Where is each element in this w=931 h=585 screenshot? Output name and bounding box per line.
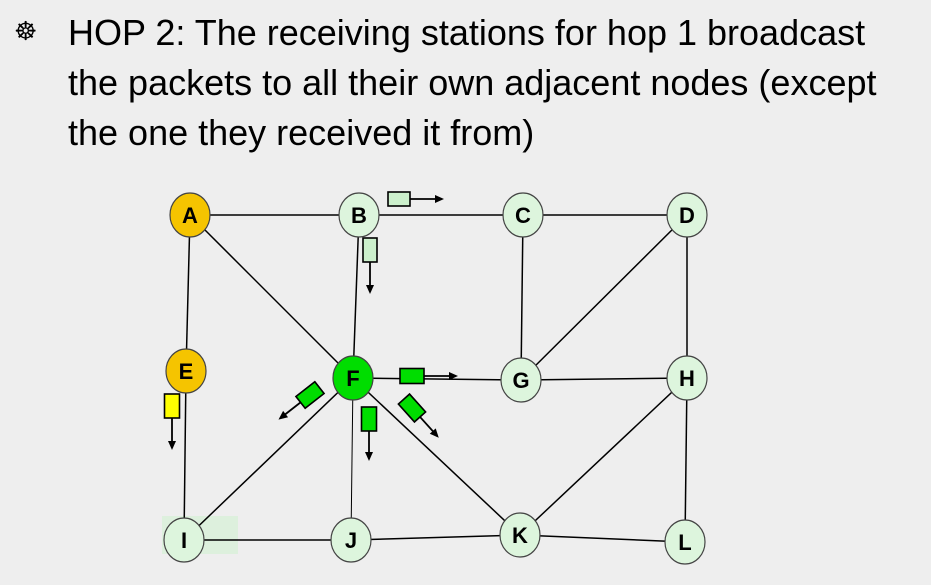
node-label: K (512, 523, 528, 548)
packet-f-to-i (278, 380, 326, 420)
node-circle (169, 192, 211, 238)
node-circle (502, 192, 544, 238)
node-circle (664, 519, 706, 565)
packet-box (163, 393, 181, 419)
edge-d-g (520, 214, 688, 381)
node-circle (338, 192, 380, 238)
node-label: H (679, 366, 695, 391)
packet-arrowhead-icon (366, 285, 374, 294)
packet-f-to-g (399, 367, 458, 385)
node-h: H (666, 355, 708, 401)
packet-box (294, 380, 326, 410)
wheel-bullet-icon: ☸ (14, 16, 38, 46)
node-label: L (678, 530, 691, 555)
packet-f-to-k (397, 392, 439, 438)
packet-box (387, 191, 411, 207)
node-a: A (169, 192, 211, 238)
edge-b-f (352, 214, 360, 379)
slide-text-block: ☸ HOP 2: The receiving stations for hop … (14, 8, 924, 158)
packet-arrowhead-icon (278, 410, 289, 420)
packet-arrowhead-icon (429, 428, 439, 438)
slide-heading: HOP 2: The receiving stations for hop 1 … (68, 12, 877, 153)
node-circle (163, 517, 205, 563)
edge-a-f (189, 214, 354, 379)
edge-f-j (350, 377, 354, 541)
node-j: J (330, 517, 372, 563)
node-c: C (502, 192, 544, 238)
edge-k-l (519, 534, 686, 543)
node-circle (330, 517, 372, 563)
node-circle (332, 355, 374, 401)
node-b: B (338, 192, 380, 238)
packet-arrowhead-icon (168, 441, 176, 450)
edge-f-g (352, 377, 522, 381)
edge-h-k (519, 377, 688, 536)
edge-h-l (684, 377, 688, 543)
node-g: G (500, 357, 542, 403)
packet-box (399, 367, 425, 385)
edges-layer (183, 214, 688, 543)
node-i: I (163, 517, 205, 563)
edge-f-k (352, 377, 521, 536)
node-circle (499, 512, 541, 558)
packet-b-to-c (387, 191, 444, 207)
edge-e-i (183, 370, 187, 541)
node-label: G (512, 368, 529, 393)
edge-g-h (520, 377, 688, 381)
node-k: K (499, 512, 541, 558)
nodes-layer: A B C D E F G H I J K L (163, 192, 708, 565)
edge-j-k (350, 534, 521, 541)
packets-layer (163, 191, 458, 461)
node-label: C (515, 203, 531, 228)
packet-f-to-j (360, 406, 378, 461)
node-e: E (165, 348, 207, 394)
node-f: F (332, 355, 374, 401)
node-circle (500, 357, 542, 403)
node-circle (666, 192, 708, 238)
packet-arrowhead-icon (435, 195, 444, 203)
node-d: D (666, 192, 708, 238)
node-label: E (179, 359, 194, 384)
node-label: D (679, 203, 695, 228)
node-label: J (345, 528, 357, 553)
packet-arrowhead-icon (449, 372, 458, 380)
node-label: A (182, 203, 198, 228)
packet-box (397, 392, 427, 424)
packet-b-to-f (362, 237, 378, 294)
node-l: L (664, 519, 706, 565)
edge-f-i (183, 377, 354, 541)
edge-c-g (520, 214, 524, 381)
packet-arrowhead-icon (365, 452, 373, 461)
edge-a-e (185, 214, 191, 372)
node-circle (666, 355, 708, 401)
packet-box (360, 406, 378, 432)
node-circle (165, 348, 207, 394)
node-label: B (351, 203, 367, 228)
node-label: F (346, 366, 359, 391)
packet-e-to-i (163, 393, 181, 450)
node-label: I (181, 528, 187, 553)
packet-box (362, 237, 378, 263)
